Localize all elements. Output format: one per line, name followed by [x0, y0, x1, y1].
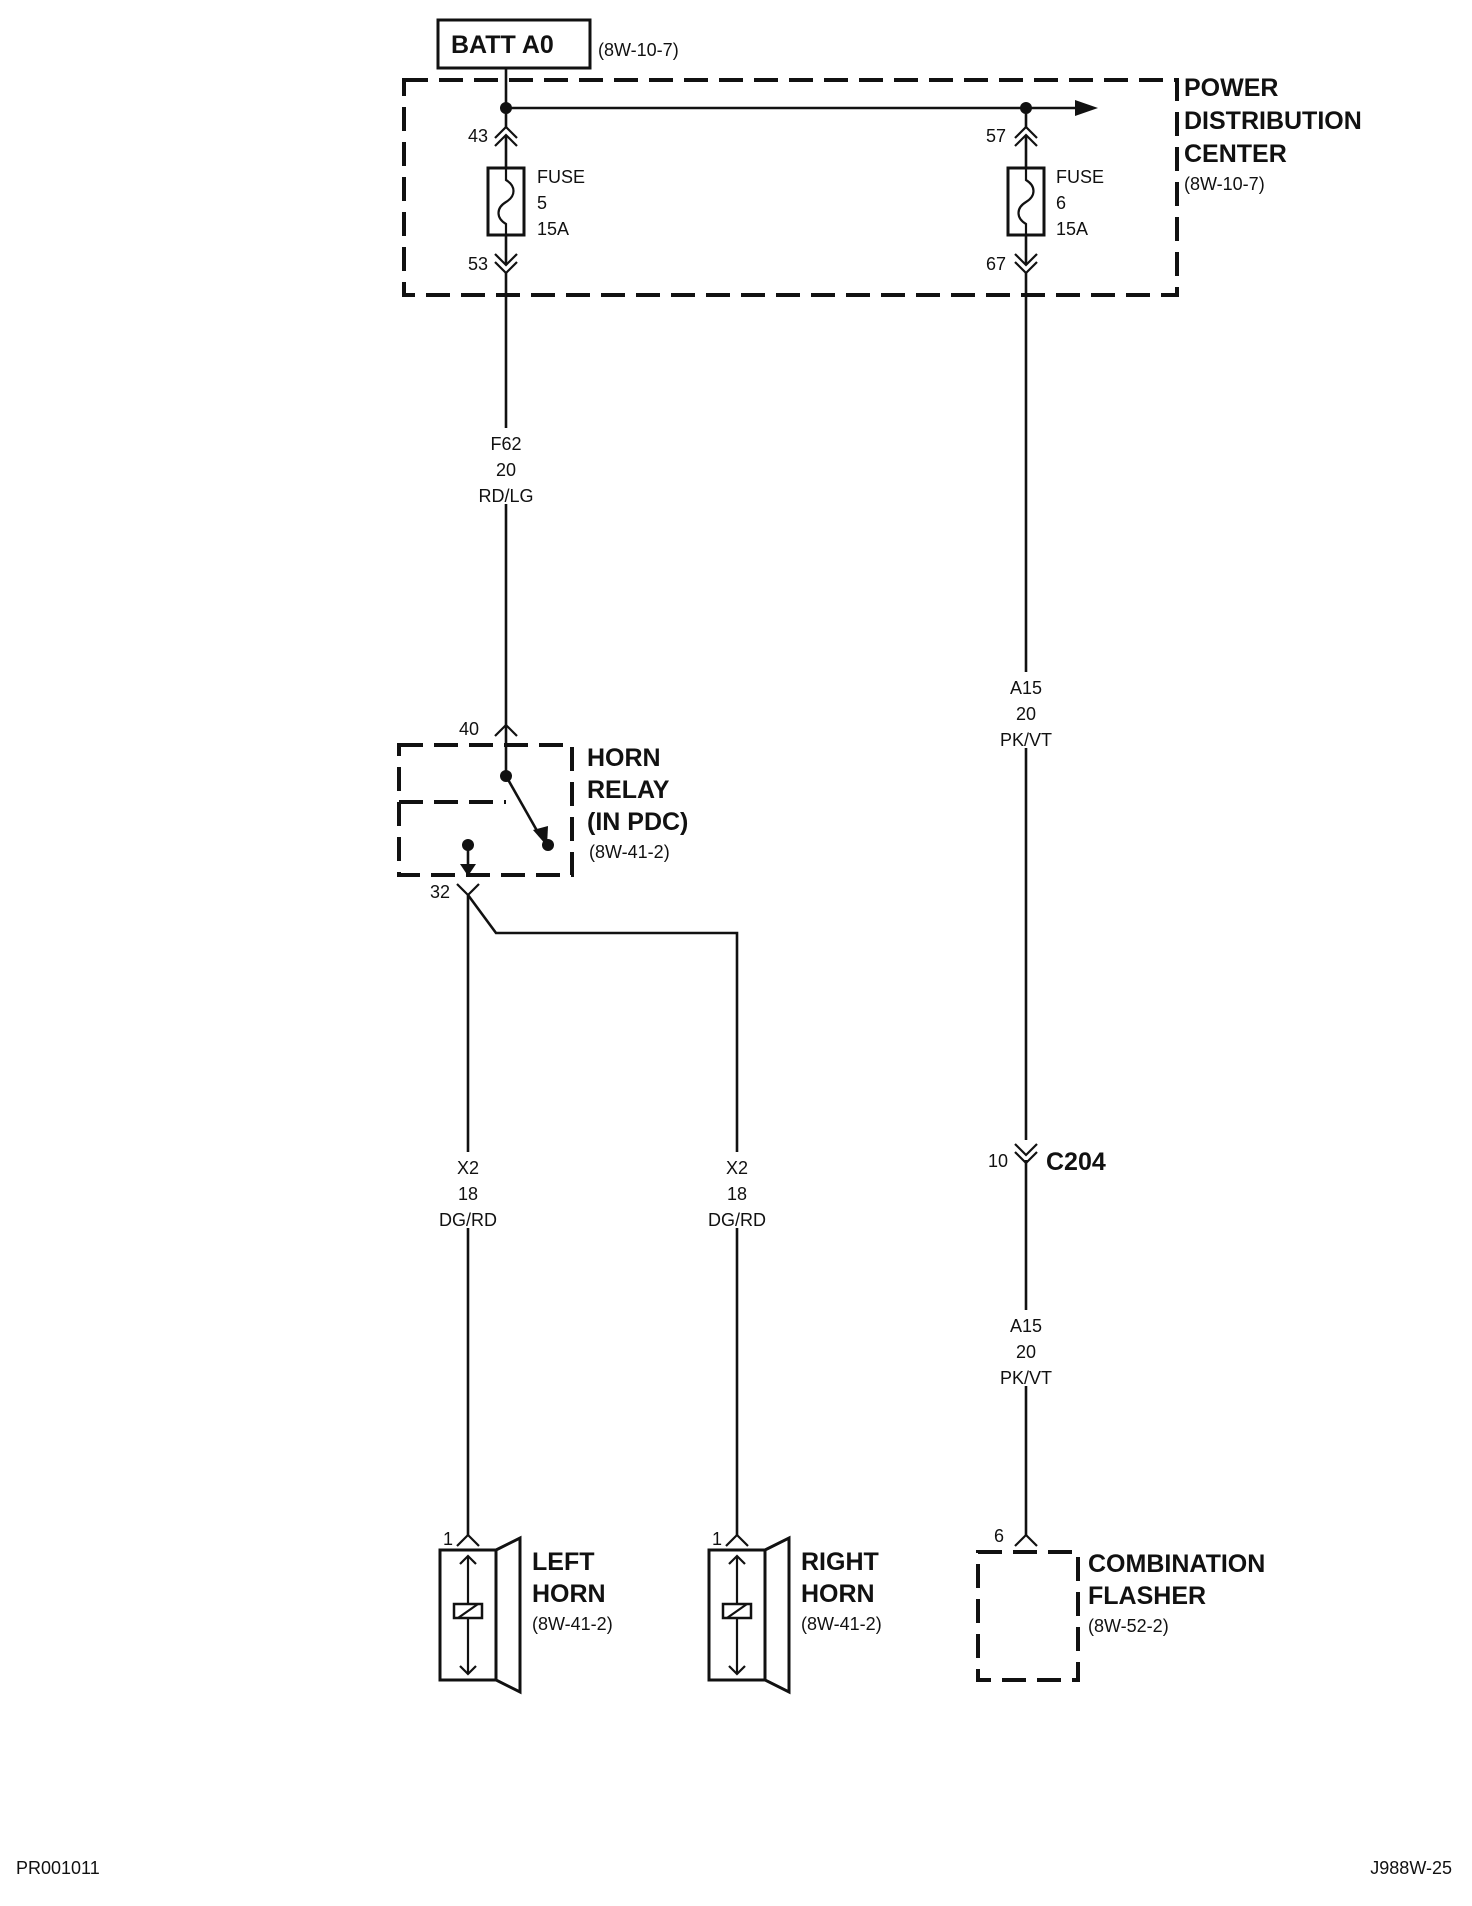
fuse-6: 57 67 FUSE 6 15A — [986, 108, 1104, 275]
connector-c204: 10 C204 — [988, 1143, 1106, 1176]
left-horn-line1: LEFT — [532, 1548, 595, 1576]
wire-f62-color: RD/LG — [478, 486, 533, 506]
pdc-ref: (8W-10-7) — [1184, 174, 1265, 194]
horn-relay-outline — [397, 743, 574, 877]
right-horn-pin: 1 — [712, 1529, 722, 1549]
pin-43-connector-icon — [494, 125, 518, 139]
relay-title-line2: RELAY — [587, 776, 670, 804]
wire-a15-lower: A15 20 PK/VT — [1000, 1160, 1052, 1535]
wire-a15-lower-circuit: A15 — [1010, 1316, 1042, 1336]
footer-left-code: PR001011 — [16, 1858, 100, 1878]
wire-x2-left-color: DG/RD — [439, 1210, 497, 1230]
fuse-6-element-icon — [1017, 168, 1035, 235]
flasher-line1: COMBINATION — [1088, 1550, 1265, 1578]
wire-a15-upper-color: PK/VT — [1000, 730, 1052, 750]
left-horn-bell-icon — [494, 1535, 522, 1695]
flasher-line2: FLASHER — [1088, 1582, 1206, 1610]
wire-f62: F62 20 RD/LG — [478, 273, 534, 726]
fuse-5-element-icon — [497, 168, 515, 235]
wire-f62-gauge: 20 — [496, 460, 516, 480]
footer-right-code: J988W-25 — [1370, 1858, 1452, 1878]
wire-a15-upper-circuit: A15 — [1010, 678, 1042, 698]
right-horn-ref: (8W-41-2) — [801, 1614, 882, 1634]
wire-x2-right-color: DG/RD — [708, 1210, 766, 1230]
left-horn-line2: HORN — [532, 1580, 606, 1608]
pdc-title-line2: DISTRIBUTION — [1184, 107, 1362, 135]
wire-x2-left: X2 18 DG/RD — [439, 895, 497, 1535]
relay-ref: (8W-41-2) — [589, 842, 670, 862]
pdc-block: POWER DISTRIBUTION CENTER (8W-10-7) — [402, 74, 1362, 297]
right-horn-connector-icon — [725, 1533, 749, 1547]
flasher-outline — [976, 1550, 1080, 1682]
bus-arrow-icon — [1075, 100, 1098, 116]
pdc-bus — [500, 68, 1098, 116]
fuse-5: 43 53 FUSE 5 15A — [468, 108, 585, 275]
fuse-6-pin-in: 57 — [986, 126, 1006, 146]
batt-a0-block: BATT A0 (8W-10-7) — [436, 18, 679, 70]
relay-title-line1: HORN — [587, 744, 661, 772]
fuse-5-rating: 15A — [537, 219, 569, 239]
pin-32-connector-icon — [456, 883, 480, 897]
right-horn: 1 RIGHT HORN (8W-41-2) — [707, 1529, 882, 1695]
flasher-pin: 6 — [994, 1526, 1004, 1546]
wire-a15-upper: A15 20 PK/VT — [1000, 273, 1052, 1140]
fuse-5-number: 5 — [537, 193, 547, 213]
left-horn-ref: (8W-41-2) — [532, 1614, 613, 1634]
relay-title-line3: (IN PDC) — [587, 808, 688, 836]
flasher-ref: (8W-52-2) — [1088, 1616, 1169, 1636]
wire-a15-lower-gauge: 20 — [1016, 1342, 1036, 1362]
wire-x2-right-circuit: X2 — [726, 1158, 748, 1178]
fuse-6-pin-out: 67 — [986, 254, 1006, 274]
c204-connector-icon — [1014, 1143, 1038, 1157]
wire-f62-circuit: F62 — [490, 434, 521, 454]
right-horn-line1: RIGHT — [801, 1548, 879, 1576]
pin-57-connector-icon — [1014, 125, 1038, 139]
c204-name: C204 — [1046, 1148, 1106, 1176]
horn-relay: 40 32 HORN RELAY (IN PDC) (8W-41-2) — [397, 719, 688, 902]
pdc-outline — [402, 78, 1179, 297]
right-horn-line2: HORN — [801, 1580, 875, 1608]
fuse-5-label: FUSE — [537, 167, 585, 187]
fuse-6-rating: 15A — [1056, 219, 1088, 239]
pin-40-connector-icon — [494, 723, 518, 737]
pdc-title-line1: POWER — [1184, 74, 1278, 102]
relay-pin-in: 40 — [459, 719, 479, 739]
left-horn-connector-icon — [456, 1533, 480, 1547]
pdc-title-line3: CENTER — [1184, 140, 1287, 168]
wire-x2-left-gauge: 18 — [458, 1184, 478, 1204]
relay-switch-arm — [504, 775, 542, 837]
batt-ref: (8W-10-7) — [598, 40, 679, 60]
c204-pin: 10 — [988, 1151, 1008, 1171]
wire-x2-right: X2 18 DG/RD — [466, 894, 766, 1535]
fuse-5-pin-in: 43 — [468, 126, 488, 146]
fuse-5-pin-out: 53 — [468, 254, 488, 274]
flasher-connector-icon — [1014, 1533, 1038, 1547]
relay-contact-dot — [542, 839, 554, 851]
wire-a15-lower-color: PK/VT — [1000, 1368, 1052, 1388]
wire-a15-upper-gauge: 20 — [1016, 704, 1036, 724]
batt-label: BATT A0 — [451, 31, 554, 59]
relay-output-arrow-icon — [460, 864, 476, 876]
fuse-6-label: FUSE — [1056, 167, 1104, 187]
left-horn-pin: 1 — [443, 1529, 453, 1549]
combination-flasher: 6 COMBINATION FLASHER (8W-52-2) — [976, 1526, 1265, 1682]
right-horn-bell-icon — [763, 1535, 791, 1695]
fuse-6-number: 6 — [1056, 193, 1066, 213]
left-horn: 1 LEFT HORN (8W-41-2) — [438, 1529, 613, 1695]
relay-pin-out: 32 — [430, 882, 450, 902]
wire-x2-right-gauge: 18 — [727, 1184, 747, 1204]
wire-x2-left-circuit: X2 — [457, 1158, 479, 1178]
